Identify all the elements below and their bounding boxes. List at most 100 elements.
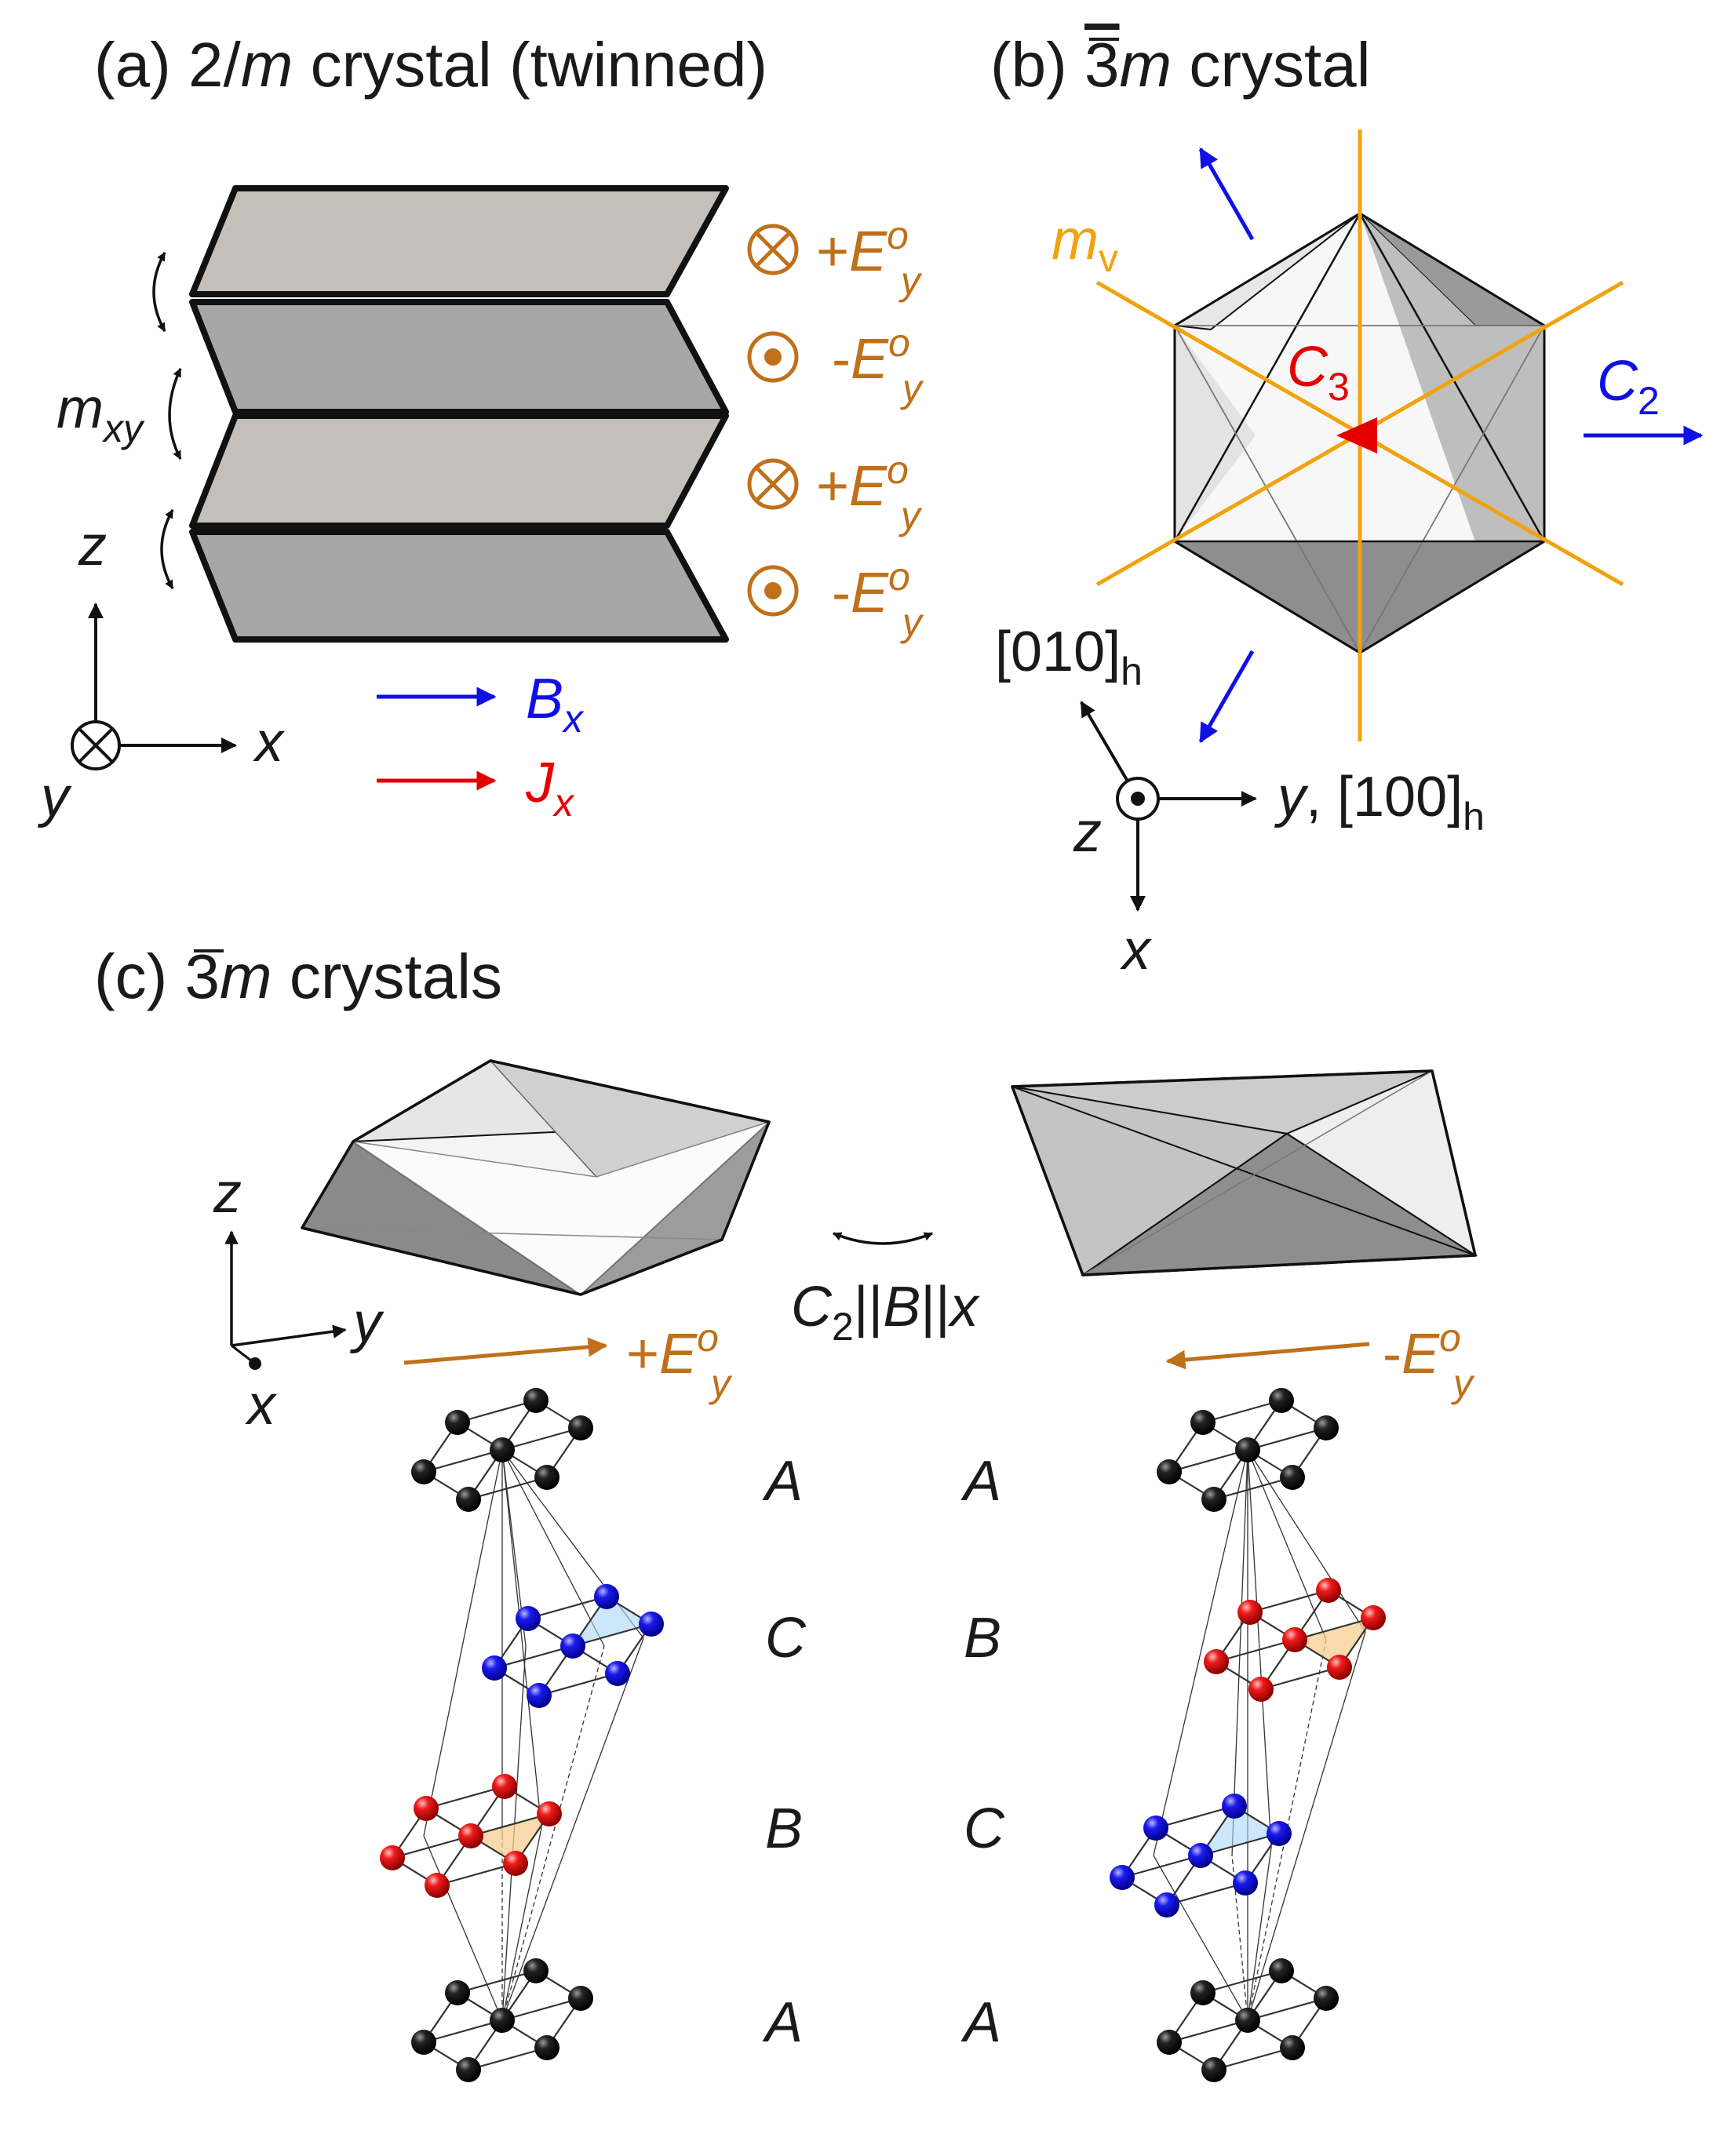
layer-A — [411, 1958, 593, 2082]
panel-b-axes: [010]h y, [100]h z x — [995, 621, 1485, 981]
black-atom — [490, 2008, 515, 2033]
bond — [436, 1862, 516, 1887]
bond — [470, 1812, 550, 1837]
layer-B — [1204, 1578, 1386, 1702]
mirror-mv-label: mv — [1052, 209, 1118, 280]
atomic-stack-right — [1110, 1388, 1386, 2082]
j-current-label: Jx — [525, 752, 575, 825]
mirror-arrow-2 — [168, 367, 182, 460]
y-into-page-icon — [71, 720, 121, 770]
bond — [538, 1672, 618, 1697]
red-atom — [537, 1801, 562, 1826]
guide-line — [501, 1645, 605, 2021]
black-atom — [1280, 1465, 1305, 1490]
stack-label: B — [765, 1797, 803, 1860]
c3-axis-icon — [1336, 417, 1377, 453]
out-of-page-icon — [747, 565, 799, 617]
blue-atom — [605, 1661, 630, 1686]
left-field-arrow — [403, 1337, 608, 1365]
bond — [423, 2019, 503, 2044]
layer-B — [380, 1774, 562, 1898]
triangle-highlight — [471, 1814, 549, 1863]
bond — [1247, 1997, 1327, 2022]
black-atom — [456, 2057, 481, 2082]
layer-A — [1157, 1958, 1339, 2082]
out-of-page-icon — [747, 331, 799, 383]
blue-atom — [560, 1633, 585, 1659]
b-field-label: Bx — [526, 668, 585, 741]
red-atom — [1204, 1649, 1229, 1674]
axis-x-label: x — [1120, 919, 1153, 981]
red-atom — [380, 1845, 405, 1870]
bond — [527, 1595, 607, 1620]
twin-slab-1 — [189, 185, 729, 297]
guide-line — [1247, 1449, 1327, 1641]
layer-C — [1110, 1794, 1292, 1917]
guide-line — [501, 1449, 605, 1647]
bond — [457, 1399, 537, 1424]
panel-a-title: (a) 2/m crystal (twinned) — [94, 30, 767, 100]
black-atom — [411, 2030, 436, 2055]
black-atom — [1314, 1986, 1339, 2011]
black-atom — [490, 1437, 515, 1462]
red-atom — [1361, 1605, 1386, 1630]
bond — [425, 1785, 505, 1810]
blue-atom — [1267, 1821, 1292, 1846]
layer-A — [1157, 1388, 1339, 1512]
stacking-labels-left: A C B A — [762, 1450, 807, 2054]
black-atom — [1269, 1958, 1294, 1983]
bond — [1247, 1426, 1327, 1451]
triangle-highlight — [1295, 1618, 1373, 1667]
blue-atom — [639, 1612, 664, 1637]
panel-c-axes: z y x — [213, 1162, 385, 1437]
bond — [1294, 1616, 1374, 1641]
stack-label: A — [960, 1450, 1001, 1513]
black-atom — [445, 1410, 470, 1435]
right-rhombohedron — [1011, 1069, 1478, 1276]
stacking-guides — [423, 1449, 644, 2021]
stack-label: A — [762, 1450, 803, 1513]
black-atom — [568, 1415, 593, 1440]
black-atom — [523, 1958, 549, 1983]
bond — [1168, 1448, 1248, 1473]
stack-label: A — [762, 1991, 803, 2054]
axis-z-label: z — [213, 1162, 242, 1225]
black-atom — [1157, 2030, 1182, 2055]
twin-slab-3 — [189, 413, 729, 529]
guide-line — [1247, 1631, 1366, 2021]
blue-atom — [1222, 1794, 1247, 1819]
red-atom — [1327, 1655, 1352, 1680]
c2-rotation-arrow — [832, 1232, 934, 1245]
stack-label: B — [964, 1607, 1001, 1670]
blue-atom — [1188, 1843, 1213, 1868]
black-atom — [1280, 2035, 1305, 2060]
blue-atom — [516, 1606, 541, 1631]
triangle-highlight — [1201, 1806, 1279, 1856]
guide-line — [423, 1835, 503, 2021]
c2-arrow-lower-left — [1198, 650, 1255, 744]
bond — [1166, 1881, 1246, 1907]
axis-x-label: x — [245, 1374, 278, 1437]
guide-line — [1247, 1847, 1272, 2021]
layer-A — [411, 1388, 593, 1512]
black-atom — [411, 1459, 436, 1484]
blue-atom — [594, 1584, 619, 1609]
stacking-labels-right: A B C A — [960, 1450, 1005, 2054]
bond — [1121, 1854, 1201, 1879]
axis-x-label: x — [253, 711, 286, 774]
blue-atom — [527, 1683, 552, 1708]
black-atom — [1190, 1980, 1216, 2005]
c2-arrow-upper-left — [1198, 147, 1255, 241]
panel-a-axes: z x y — [37, 515, 286, 829]
bond — [501, 1426, 581, 1451]
stack-label: C — [765, 1607, 807, 1670]
black-atom — [1201, 2057, 1226, 2082]
black-atom — [1190, 1410, 1216, 1435]
red-atom — [1237, 1600, 1263, 1625]
